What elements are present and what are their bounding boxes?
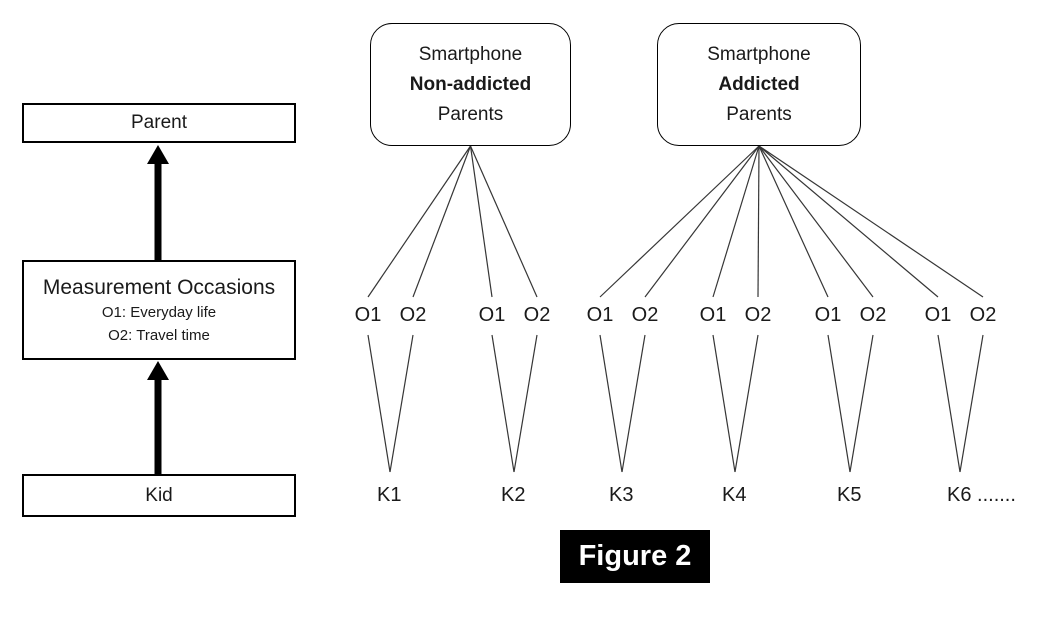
occasion-to-kid-line: [389, 334, 414, 473]
occasion-to-kid-line: [621, 334, 646, 473]
occasion-to-kid-line: [827, 334, 851, 473]
measurement-occasions-box: Measurement Occasions O1: Everyday life …: [22, 260, 296, 360]
group-line-bold: Non-addicted: [409, 73, 532, 95]
occasion-label: O1: [584, 302, 616, 328]
occasion-to-kid-line: [491, 334, 515, 473]
parent-to-occasion-line: [412, 145, 472, 298]
occasion-to-kid-line: [937, 334, 961, 473]
occasion-label: O2: [521, 302, 553, 328]
parent-to-occasion-line: [469, 145, 493, 298]
parent-to-occasion-line: [758, 145, 829, 298]
occasion-label: O2: [857, 302, 889, 328]
non-addicted-parents-box: Smartphone Non-addicted Parents: [370, 23, 571, 146]
addicted-parents-box: Smartphone Addicted Parents: [657, 23, 861, 146]
measurement-occasions-title: Measurement Occasions: [42, 275, 276, 299]
occasion-to-kid-line: [513, 334, 538, 473]
parent-to-occasion-line: [367, 145, 471, 298]
occasion-label: O2: [397, 302, 429, 328]
kid-label: K2: [501, 484, 526, 506]
occasion-to-kid-line: [367, 334, 391, 473]
occasion-to-kid-line: [959, 334, 984, 473]
kid-label: K4: [722, 484, 747, 506]
occasion-label: O1: [697, 302, 729, 328]
parent-to-occasion-line: [758, 145, 984, 298]
occasion-to-kid-line: [599, 334, 623, 473]
parent-to-occasion-line: [712, 145, 760, 298]
group-line: Smartphone: [707, 43, 811, 65]
occasion-2-definition: O2: Travel time: [108, 326, 210, 344]
occasion-label: O2: [967, 302, 999, 328]
parent-to-occasion-line: [469, 145, 538, 298]
kid-label: K3: [609, 484, 634, 506]
group-line-bold: Addicted: [718, 73, 800, 95]
occasion-to-kid-line: [734, 334, 759, 473]
figure-caption: Figure 2: [560, 530, 710, 583]
parent-box: Parent: [22, 103, 296, 143]
occasion-label: O1: [922, 302, 954, 328]
kid-box: Kid: [22, 474, 296, 517]
kid-label: K6 .......: [947, 484, 1016, 506]
arrow-measurement-to-parent: [147, 145, 169, 260]
group-line: Smartphone: [418, 43, 523, 65]
occasion-label: O1: [476, 302, 508, 328]
group-line: Parents: [726, 103, 792, 125]
parent-to-occasion-line: [644, 145, 760, 298]
occasion-to-kid-line: [712, 334, 736, 473]
parent-box-label: Parent: [131, 112, 187, 133]
parent-to-occasion-line: [599, 145, 760, 298]
occasion-label: O2: [629, 302, 661, 328]
kid-label: K1: [377, 484, 402, 506]
occasion-label: O2: [742, 302, 774, 328]
occasion-label: O1: [352, 302, 384, 328]
group-line: Parents: [437, 103, 504, 125]
parent-to-occasion-line: [758, 145, 939, 298]
occasion-label: O1: [812, 302, 844, 328]
kid-box-label: Kid: [145, 484, 173, 506]
occasion-to-kid-line: [849, 334, 874, 473]
occasion-1-definition: O1: Everyday life: [101, 303, 217, 321]
kid-label: K5: [837, 484, 862, 506]
arrow-kid-to-measurement: [147, 361, 169, 474]
parent-to-occasion-line: [758, 145, 874, 298]
parent-to-occasion-line: [757, 145, 760, 298]
